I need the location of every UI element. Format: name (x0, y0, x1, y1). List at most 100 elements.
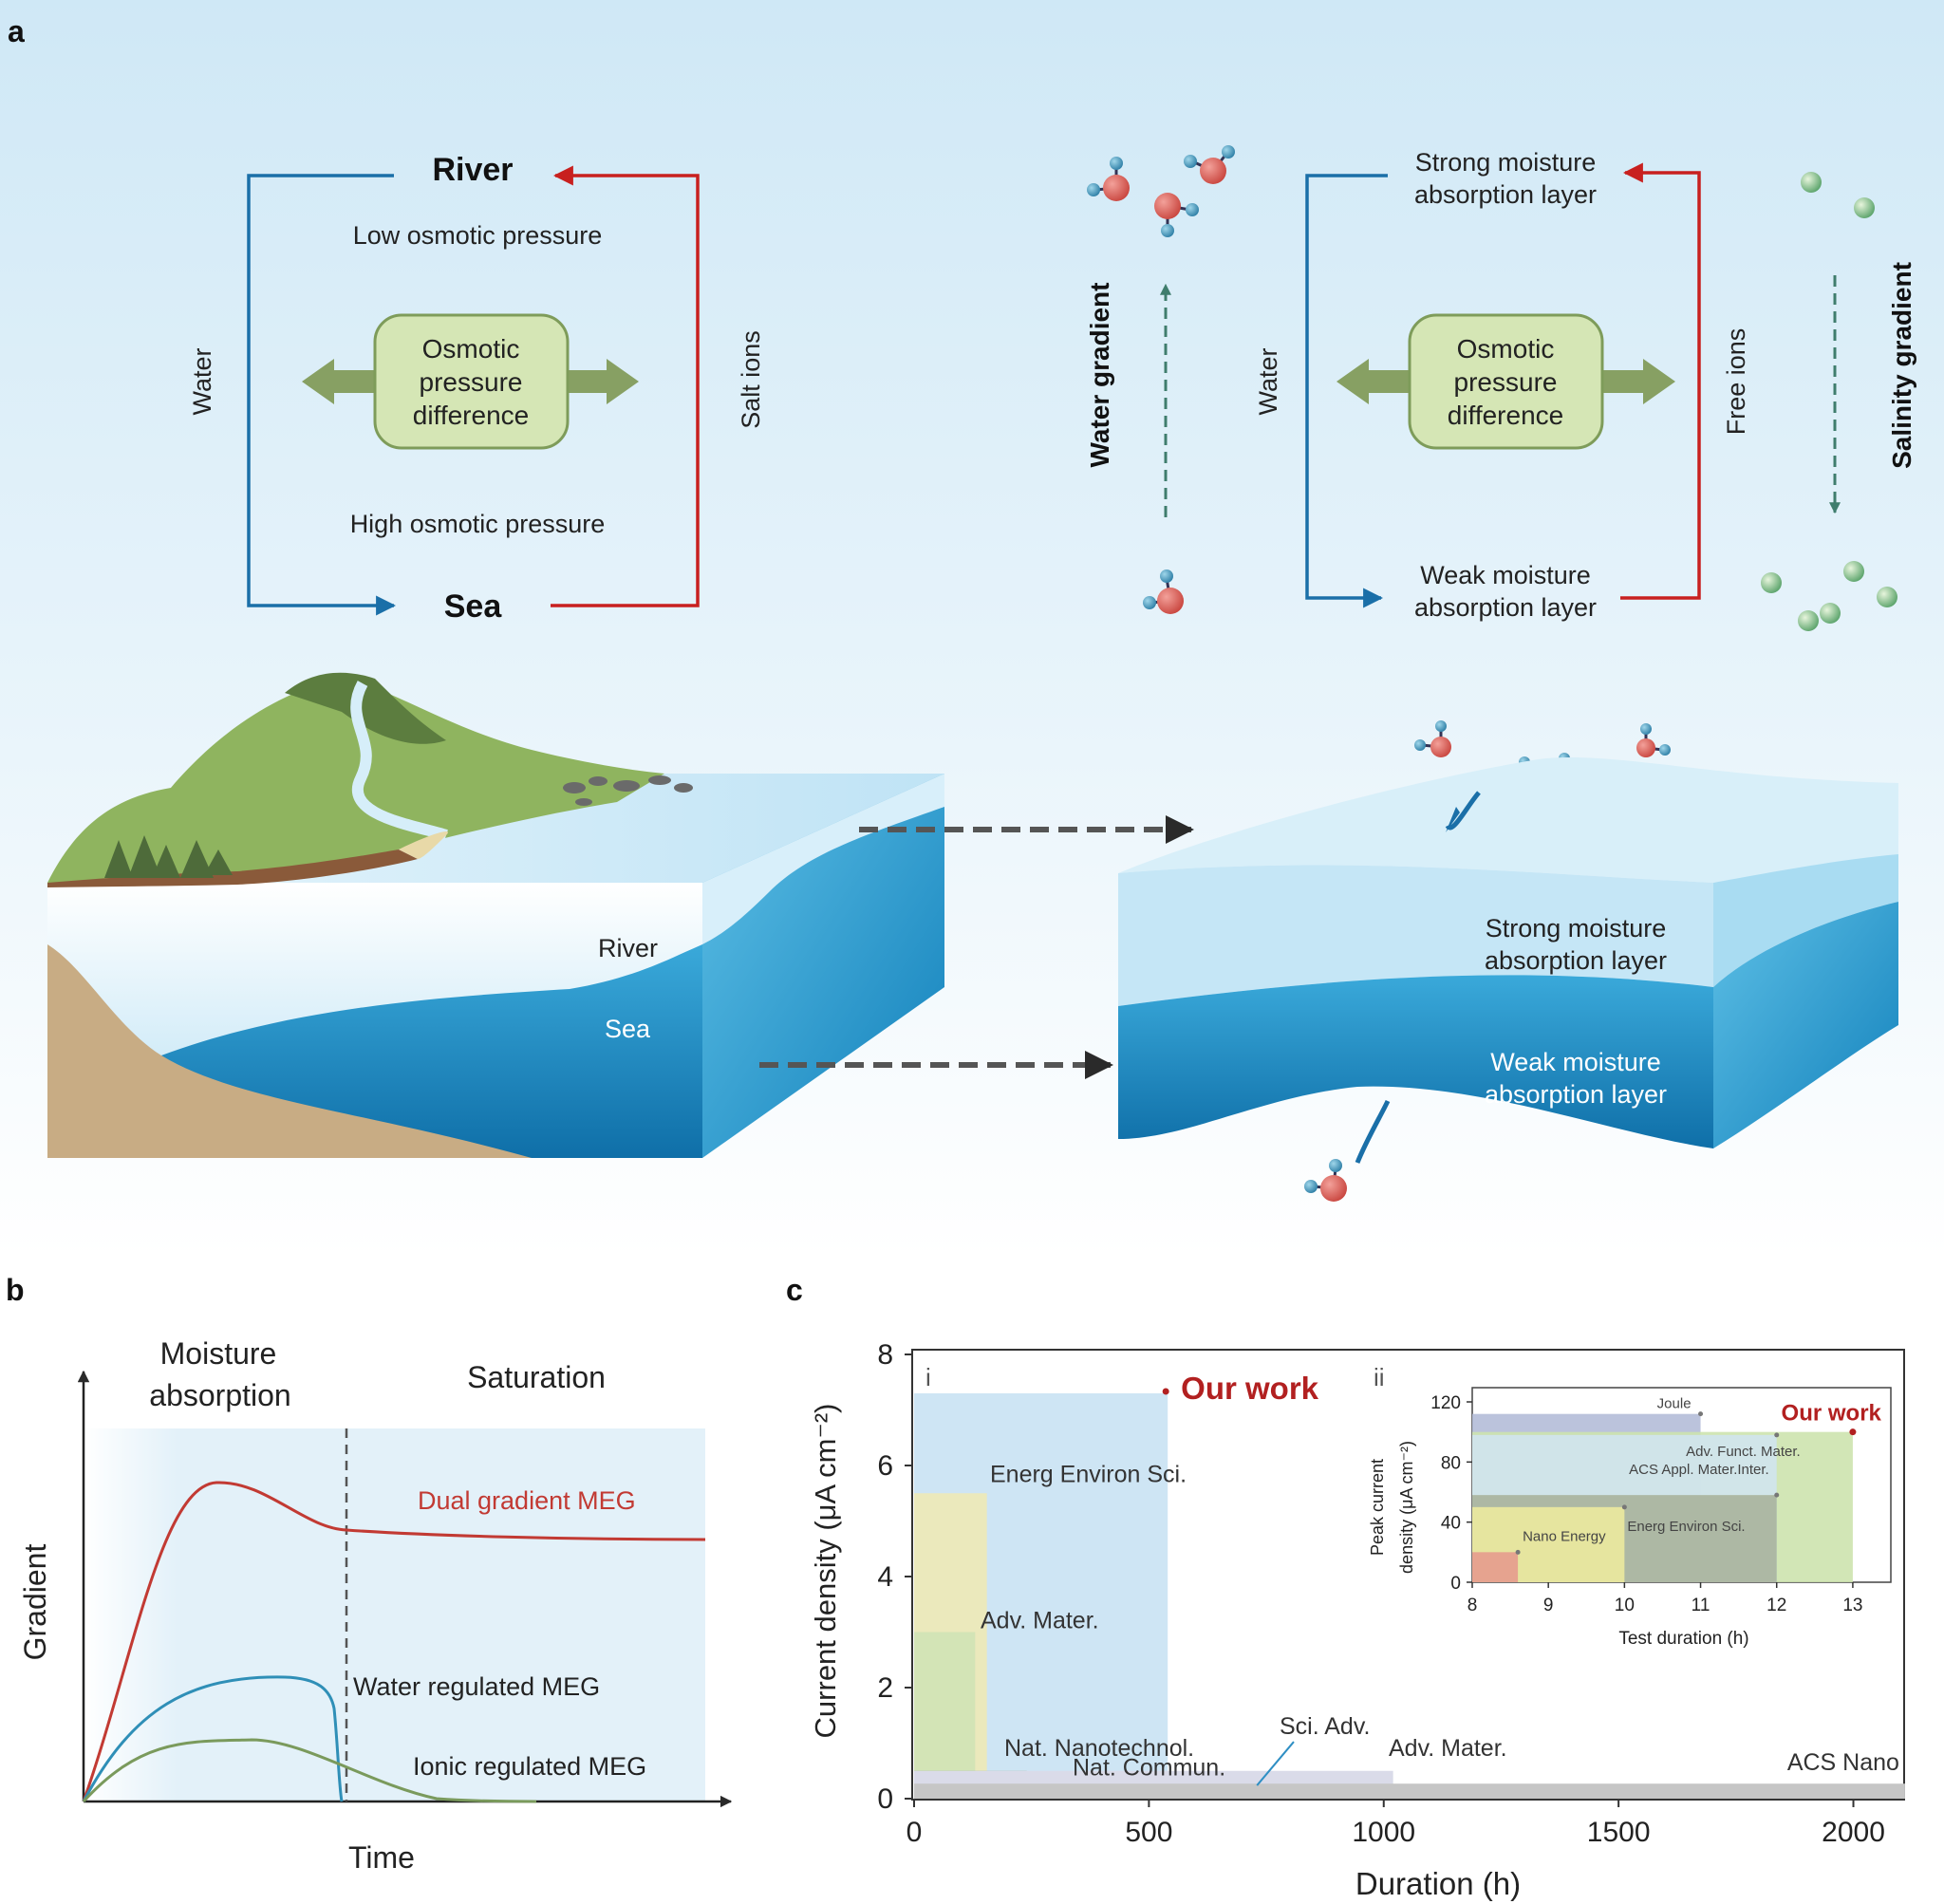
ion-flow-arrow-right (1620, 162, 1701, 600)
water-side-label: Water (188, 347, 216, 415)
c-subpanel-ii: ii (1374, 1363, 1385, 1391)
phase-saturation: Saturation (467, 1360, 606, 1394)
right-osmotic-cycle: Strong moisture absorption layer Weak mo… (1254, 148, 1750, 622)
water-regulated-label: Water regulated MEG (353, 1672, 600, 1701)
left-osmotic-cycle: River Sea Low osmotic pressure High osmo… (188, 152, 765, 625)
bar-label-nat-commun: Nat. Commun. (1073, 1755, 1225, 1782)
c-main-bars (914, 1392, 1905, 1799)
water-flow-arrow (247, 174, 397, 616)
bilayer-top-surface (1118, 756, 1898, 883)
inset-x-tick-label: 9 (1543, 1596, 1554, 1615)
inset-bar-marker (1774, 1432, 1780, 1438)
osmotic-box-right (1408, 313, 1604, 450)
bilayer-strong-label-line-2: absorption layer (1485, 946, 1667, 975)
x-tick-label: 500 (1125, 1817, 1172, 1848)
salt-flow-arrow (551, 165, 700, 607)
inset-x-tick-label: 11 (1692, 1596, 1710, 1615)
saturation-region (346, 1428, 705, 1801)
inset-bars (1471, 1387, 1892, 1583)
ion-icon (1798, 610, 1819, 631)
x-tick-label: 0 (907, 1817, 923, 1848)
rocks (563, 775, 693, 806)
water-regulated-curve (82, 1675, 344, 1802)
inset-label-energ-environ-sci: Energ Environ Sci. (1627, 1519, 1745, 1535)
dual-gradient-label: Dual gradient MEG (418, 1486, 636, 1515)
inset-bar-nano-energy (1472, 1552, 1519, 1582)
ion-icon (1761, 572, 1782, 593)
water-side-label-right: Water (1254, 347, 1282, 415)
big-left-arrow-right (1336, 359, 1414, 404)
ionic-regulated-curve (82, 1738, 537, 1803)
inset-y-tick-label: 120 (1430, 1393, 1461, 1413)
inset-bar-marker (1849, 1428, 1857, 1436)
osmotic-box-right-line-1: Osmotic (1457, 334, 1555, 364)
water-gradient-label: Water gradient (1085, 283, 1114, 468)
inset-x-tick-label: 8 (1467, 1596, 1478, 1615)
block-side-river (702, 774, 944, 944)
inset-bar-marker (1515, 1549, 1521, 1555)
c-subpanel-i: i (925, 1363, 931, 1391)
bilayer-weak-label-line-1: Weak moisture (1490, 1048, 1661, 1076)
inset-y-tick-label: 0 (1450, 1574, 1461, 1594)
osmotic-box (373, 313, 570, 450)
block-river-label: River (598, 934, 658, 962)
water-molecule-icon (1414, 720, 1451, 757)
river-stream (350, 681, 448, 841)
inset-y-label-line-1: Peak current (1368, 1459, 1387, 1556)
osmotic-box-line-1: Osmotic (422, 334, 520, 364)
free-ions-side-label: Free ions (1722, 328, 1750, 436)
sea-title: Sea (444, 588, 503, 625)
osmotic-box-right-line-2: pressure (1454, 367, 1558, 397)
bar-label-sci-adv: Sci. Adv. (1280, 1713, 1370, 1740)
water-molecule-icon (1154, 193, 1199, 237)
bilayer-block: Strong moisture absorption layer Weak mo… (1118, 756, 1898, 1164)
river-title: River (432, 152, 513, 188)
strong-layer-side (1713, 854, 1898, 987)
panel-b-letter: b (6, 1273, 25, 1307)
ionic-regulated-label: Ionic regulated MEG (413, 1752, 646, 1781)
ion-icon (1820, 603, 1841, 624)
river-sea-block: River Sea (47, 672, 944, 1158)
inset-x-tick-label: 13 (1842, 1596, 1862, 1615)
weak-layer-side (1713, 902, 1898, 1148)
water-molecule-icon (1636, 723, 1671, 757)
absorb-arrow-bottom (1355, 1099, 1391, 1164)
b-x-label: Time (348, 1840, 415, 1875)
high-osmotic-pressure-label: High osmotic pressure (350, 510, 606, 538)
inset-x-tick-label: 10 (1615, 1596, 1635, 1615)
water-molecule-icon (1184, 145, 1235, 184)
c-x-label: Duration (h) (1355, 1866, 1521, 1901)
osmotic-box-line-3: difference (413, 401, 529, 430)
inset-y-tick-label: 80 (1441, 1453, 1461, 1473)
inset-label-joule: Joule (1657, 1396, 1692, 1412)
panel-c-letter: c (786, 1273, 803, 1307)
bar-label-adv-mater: Adv. Mater. (1389, 1735, 1507, 1762)
y-tick-label: 6 (877, 1450, 893, 1482)
x-tick-label: 2000 (1822, 1817, 1885, 1848)
y-tick-label: 8 (877, 1339, 893, 1371)
osmotic-box-line-2: pressure (420, 367, 523, 397)
big-right-arrow (560, 359, 639, 404)
water-molecule-icon (1143, 569, 1184, 614)
osmotic-box-right-line-3: difference (1448, 401, 1563, 430)
beach (399, 831, 448, 859)
water-molecule-icon (1304, 1159, 1347, 1202)
y-tick-label: 2 (877, 1672, 893, 1704)
b-y-label: Gradient (18, 1544, 52, 1661)
phase-moisture-line-1: Moisture (160, 1336, 277, 1371)
weak-layer-front (1118, 975, 1713, 1148)
inset-x-tick-label: 12 (1766, 1596, 1786, 1615)
y-tick-label: 4 (877, 1561, 893, 1593)
our-work-marker (1162, 1388, 1169, 1395)
bilayer-weak-label-line-2: absorption layer (1485, 1080, 1667, 1109)
bar-label-our-work: Our work (1181, 1371, 1319, 1406)
ion-icon (1843, 561, 1864, 582)
ion-icon (1854, 197, 1875, 218)
dual-gradient-curve (82, 1481, 706, 1802)
x-tick-label: 1500 (1587, 1817, 1651, 1848)
trees (104, 835, 233, 878)
